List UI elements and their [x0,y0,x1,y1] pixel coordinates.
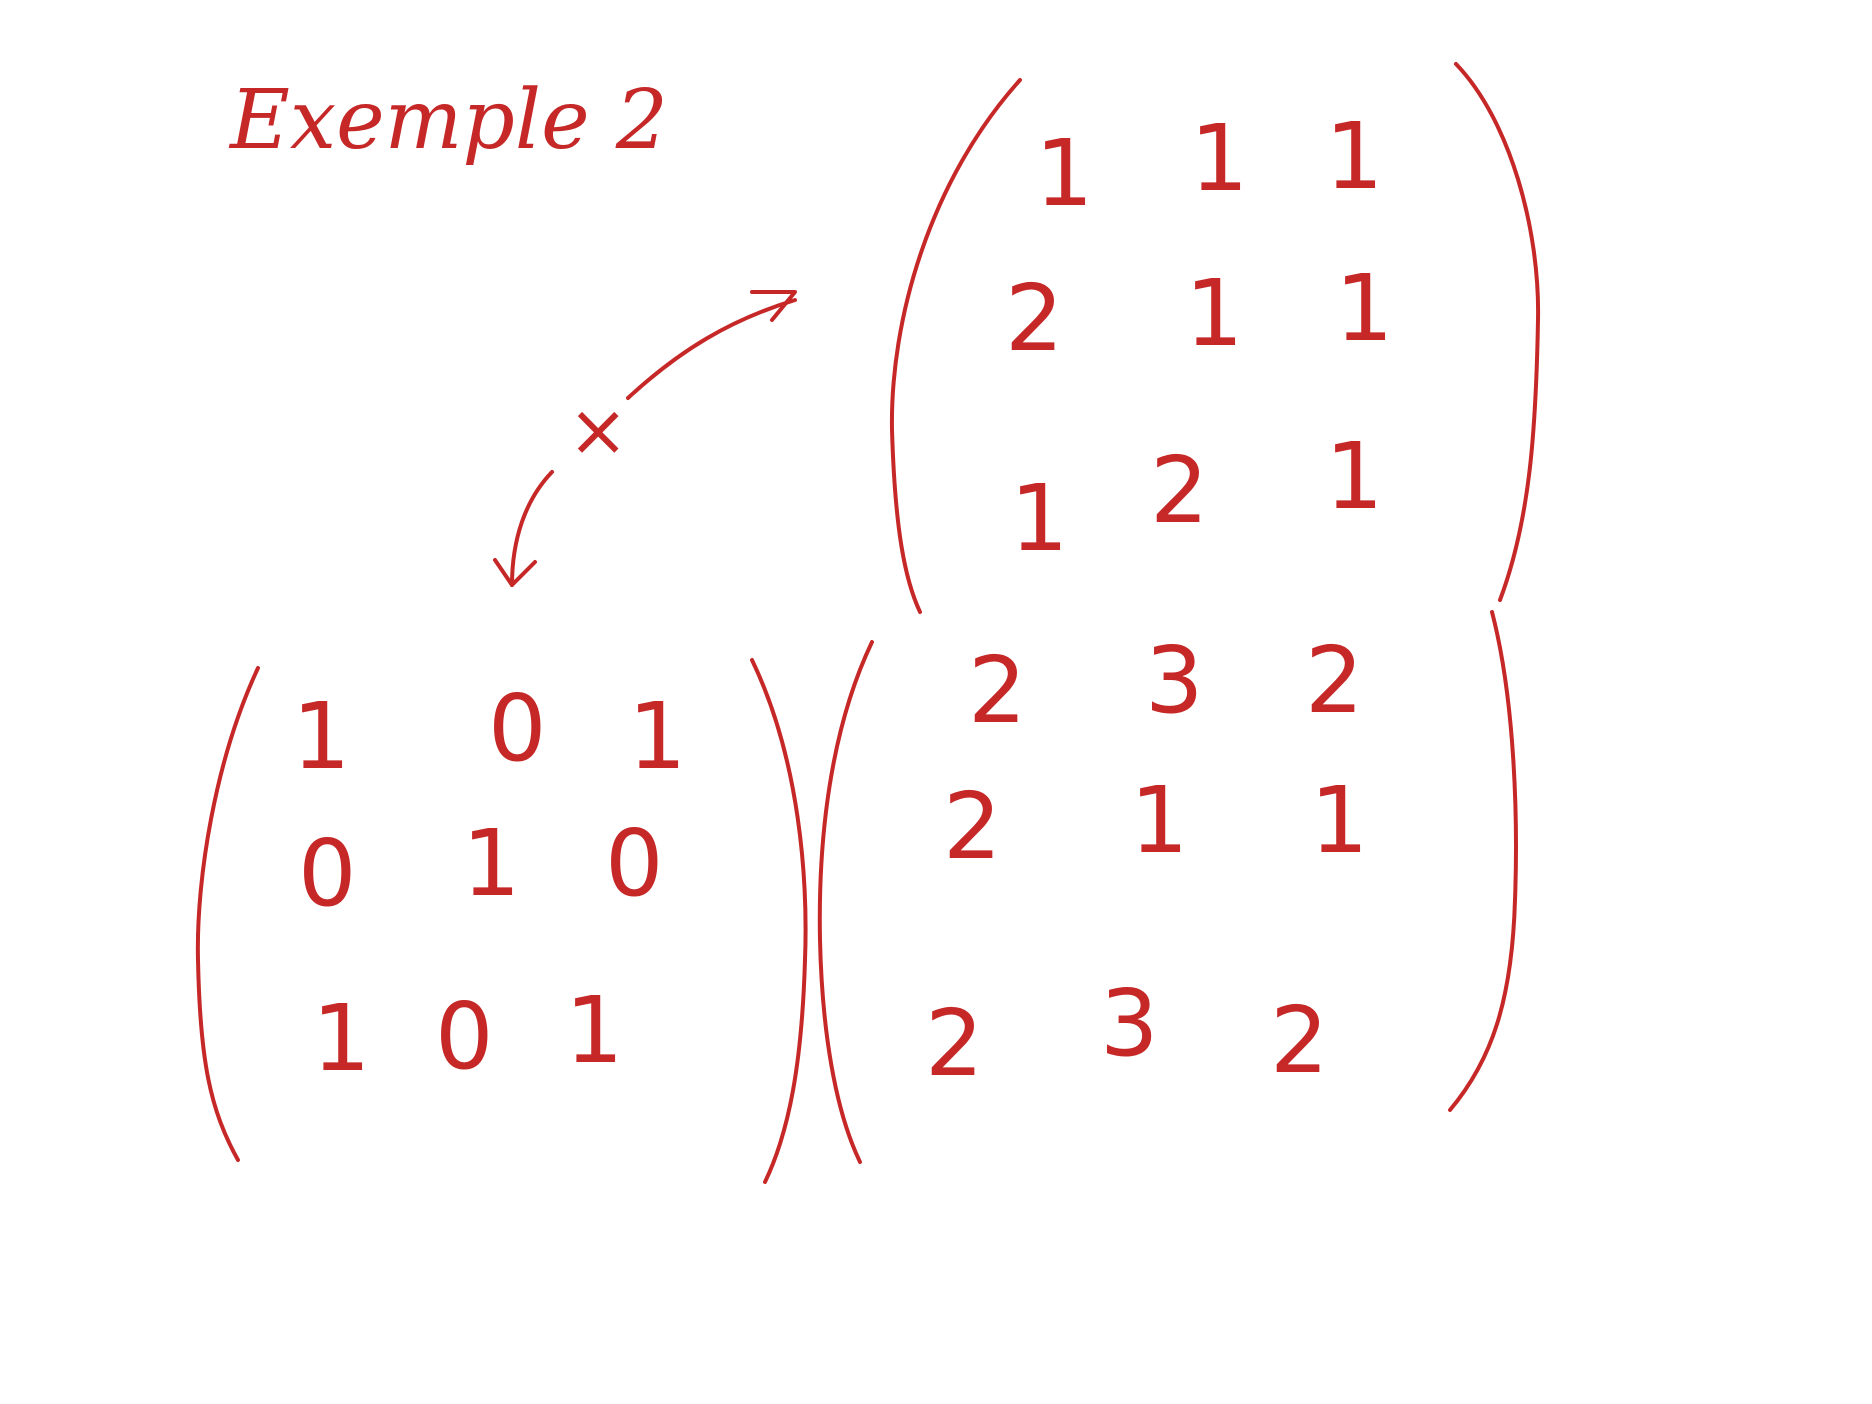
product-matrix-cell: 2 [1270,987,1329,1094]
product-matrix-cell: 1 [1310,767,1369,874]
product-matrix-left-paren [817,640,874,1164]
top-matrix-cell: 1 [1325,103,1384,210]
top-matrix-cell: 1 [1010,465,1069,572]
left-matrix-left-paren [195,666,260,1162]
left-matrix-cell: 1 [628,683,687,790]
product-matrix-cell: 2 [943,773,1002,880]
left-matrix-cell: 0 [488,675,547,782]
left-matrix-cell: 0 [435,983,494,1090]
double-arrow-upper-head [750,290,797,322]
top-matrix-entries: 1 1 1 2 1 1 1 2 1 [1005,103,1394,572]
product-matrix-cell: 3 [1145,627,1204,734]
left-matrix-cell: 0 [605,810,664,917]
top-matrix-left-paren [889,78,1022,614]
top-matrix-cell: 1 [1190,105,1249,212]
product-matrix-cell: 2 [1305,627,1364,734]
left-matrix-entries: 1 0 1 0 1 0 1 0 1 [292,675,687,1092]
product-matrix-entries: 2 3 2 2 1 1 2 3 2 [925,627,1369,1097]
product-matrix-cell: 3 [1100,970,1159,1077]
top-matrix-right-paren [1454,62,1541,602]
left-matrix-cell: 1 [565,977,624,1084]
left-matrix-cell: 1 [292,683,351,790]
left-matrix-right-paren [750,658,808,1184]
top-matrix-cell: 1 [1325,423,1384,530]
left-matrix-cell: 1 [312,985,371,1092]
product-matrix-right-paren [1448,610,1518,1112]
double-arrow-upper-curve [626,298,797,400]
left-matrix-cell: 0 [298,820,357,927]
product-matrix-cell: 2 [968,637,1027,744]
page-title: Exemple 2 [228,73,668,168]
double-arrow-lower-head [493,558,537,587]
top-matrix-cell: 1 [1335,255,1394,362]
top-matrix-cell: 2 [1150,437,1209,544]
top-matrix-cell: 2 [1005,265,1064,372]
left-matrix-cell: 1 [462,810,521,917]
multiply-sign: × [568,388,628,472]
double-arrow-lower-curve [510,470,554,587]
product-matrix-cell: 2 [925,990,984,1097]
top-matrix-cell: 1 [1185,260,1244,367]
top-matrix-cell: 1 [1035,120,1094,227]
product-matrix-cell: 1 [1130,767,1189,874]
